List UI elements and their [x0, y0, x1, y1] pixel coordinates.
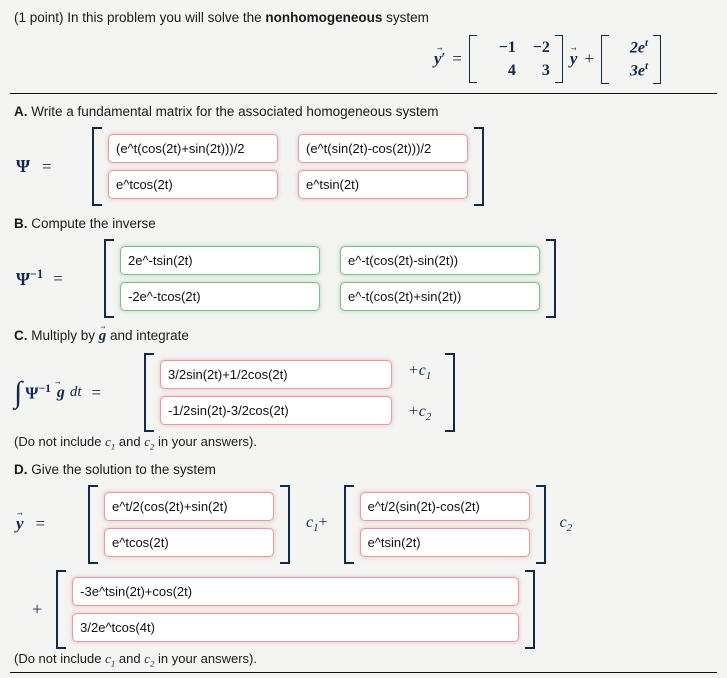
plus-sign: +	[32, 598, 43, 619]
psi-inverse-label: Ψ−1 =	[16, 267, 63, 290]
section-c-title: C. Multiply by g and integrate	[8, 318, 719, 347]
bracket-left	[88, 484, 98, 564]
bracket-right	[653, 34, 661, 84]
bracket-right	[445, 353, 456, 433]
section-d-title: D. Give the solution to the system	[14, 461, 216, 477]
psi-input-r2c1[interactable]	[108, 170, 278, 200]
forcing-cell: 2et	[629, 36, 648, 57]
y-prime-vector: y′	[434, 49, 445, 69]
solution-block-1-inputs	[98, 485, 280, 564]
integral-inputs	[154, 353, 398, 432]
constant-c1: +c1	[408, 361, 432, 383]
section-c-answer-row: ∫ Ψ−1 g dt = +c1 +c2	[8, 353, 719, 433]
integral-input-row1[interactable]	[160, 360, 392, 390]
coefficient-matrix: −1 −2 4 3	[468, 35, 563, 84]
bracket-right	[554, 35, 563, 84]
prompt-text-before: In this problem you will solve the	[63, 10, 266, 25]
section-b-answer-row: Ψ−1 =	[8, 239, 719, 319]
matrix-cell: −2	[532, 39, 550, 57]
solution-b1-row1[interactable]	[104, 491, 274, 521]
bracket-left	[144, 353, 154, 433]
section-a-answer-row: Ψ =	[8, 127, 719, 207]
integral-icon: ∫	[14, 375, 23, 409]
integral-label: ∫ Ψ−1 g dt =	[8, 375, 144, 409]
solution-b3-row2[interactable]	[72, 612, 520, 642]
forcing-cell: 3et	[629, 60, 648, 80]
psi-inv-input-r2c2[interactable]	[340, 282, 540, 312]
section-d-letter: D.	[14, 461, 28, 477]
integral-input-row2[interactable]	[160, 396, 392, 426]
prompt-text-after: system	[382, 10, 429, 25]
divider	[10, 93, 717, 95]
fundamental-matrix-inputs	[102, 127, 474, 206]
bracket-left	[343, 484, 354, 564]
solution-b2-row2[interactable]	[359, 527, 530, 557]
bracket-left	[56, 569, 67, 649]
matrix-cell: 3	[541, 62, 550, 80]
g-vector: g	[99, 328, 107, 345]
bracket-left	[92, 127, 102, 207]
psi-input-r1c1[interactable]	[108, 134, 278, 164]
section-d-answer-row-1: y = c1+ c2	[8, 484, 719, 564]
bracket-right	[280, 484, 290, 564]
y-vector-label: y =	[8, 514, 88, 534]
psi-inv-input-r2c1[interactable]	[120, 282, 320, 312]
psi-inv-input-r1c1[interactable]	[120, 246, 320, 276]
section-d-answer-row-2: +	[8, 569, 719, 649]
coefficient-c1: c1+	[306, 514, 328, 535]
constants-column: +c1 +c2	[398, 353, 445, 432]
bracket-left	[601, 34, 609, 84]
bottom-divider	[10, 672, 717, 674]
section-d-note: (Do not include c1 and c2 in your answer…	[14, 650, 257, 669]
section-b-title: B. Compute the inverse	[14, 216, 156, 232]
psi-inv-input-r1c2[interactable]	[340, 246, 540, 276]
section-b-letter: B.	[14, 216, 28, 232]
psi-label: Ψ =	[16, 156, 52, 177]
section-c-letter: C.	[14, 328, 28, 344]
solution-block-2-inputs	[354, 485, 536, 564]
solution-b3-row1[interactable]	[72, 576, 520, 606]
plus-sign: +	[584, 49, 594, 69]
bracket-right	[546, 239, 556, 319]
section-a-title: A. Write a fundamental matrix for the as…	[14, 104, 439, 120]
point-value: (1 point)	[14, 10, 64, 25]
matrix-cell: 4	[507, 62, 516, 80]
bracket-right	[474, 127, 484, 207]
bracket-left	[468, 35, 477, 84]
section-c-note: (Do not include c1 and c2 in your answer…	[14, 434, 257, 452]
y-vector: y	[570, 49, 578, 69]
bracket-right	[525, 569, 536, 649]
bracket-right	[535, 484, 546, 564]
solution-b2-row1[interactable]	[359, 491, 530, 521]
problem-prompt: (1 point) In this problem you will solve…	[8, 0, 719, 27]
solution-block-3-inputs	[66, 570, 525, 649]
solution-b1-row2[interactable]	[104, 527, 274, 557]
matrix-cell: −1	[498, 39, 516, 57]
psi-input-r2c2[interactable]	[298, 170, 468, 200]
section-a-letter: A.	[14, 104, 28, 120]
system-equation: y′ = −1 −2 4 3 y + 2et 3et	[8, 31, 719, 87]
equals-sign: =	[452, 49, 462, 69]
prompt-emphasis: nonhomogeneous	[265, 10, 383, 25]
forcing-vector: 2et 3et	[601, 34, 661, 84]
g-vector: g	[51, 384, 65, 402]
bracket-left	[104, 239, 114, 319]
coefficient-c2: c2	[559, 514, 573, 535]
constant-c2: +c2	[408, 403, 432, 424]
inverse-matrix-inputs	[114, 239, 546, 318]
psi-input-r1c2[interactable]	[298, 134, 468, 164]
